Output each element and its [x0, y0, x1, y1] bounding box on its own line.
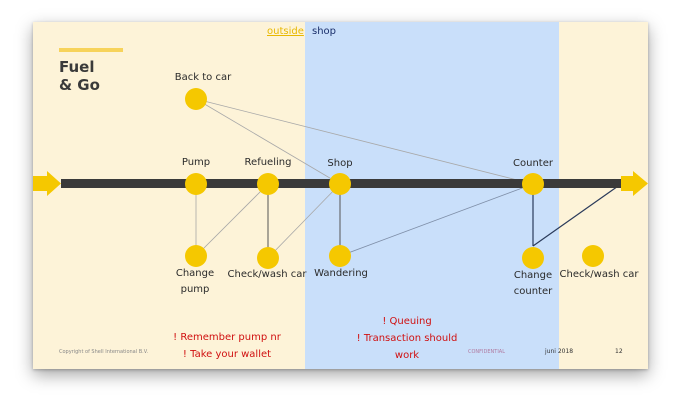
label-change-pump: Change pump — [175, 268, 215, 295]
label-shop: Shop — [327, 158, 353, 169]
journey-diagram — [33, 88, 648, 269]
label-check-wash-car: Check/wash car — [227, 269, 307, 280]
node-pump — [185, 173, 207, 195]
shop-zone — [305, 22, 559, 369]
node-change-counter — [522, 247, 544, 269]
label-wandering: Wandering — [314, 268, 368, 279]
label-refueling: Refueling — [244, 157, 292, 168]
footer-copyright: Copyright of Shell International B.V. — [59, 349, 149, 355]
connector-changecounter-exit — [532, 183, 622, 247]
node-wandering — [329, 245, 351, 267]
connector-wandering-counter — [339, 183, 534, 257]
label-back-to-car: Back to car — [174, 72, 232, 83]
entry-arrow — [33, 171, 61, 196]
connector-changepump-refueling — [195, 183, 269, 257]
connector-lines-dark — [267, 184, 341, 258]
legend-outside: outside — [267, 26, 304, 37]
node-change-pump — [185, 245, 207, 267]
node-check-wash-car — [257, 247, 279, 269]
connector-checkwash-shop — [267, 183, 341, 259]
node-refueling — [257, 173, 279, 195]
note-shop: ! Queuing ! Transaction should work — [356, 316, 458, 361]
label-check-wash-car-2: Check/wash car — [559, 269, 639, 280]
node-back-to-car — [185, 88, 207, 110]
node-check-wash-car-2 — [582, 245, 604, 267]
node-shop — [329, 173, 351, 195]
connector-backtocar-counter — [195, 98, 534, 185]
connector-lines-shop — [339, 183, 534, 257]
nodes — [185, 88, 604, 269]
exit-arrow — [621, 171, 648, 196]
footer-date: juni 2018 — [545, 348, 574, 355]
footer-confidential: CONFIDENTIAL — [468, 349, 506, 355]
label-pump: Pump — [181, 157, 211, 168]
title-accent-bar — [59, 48, 123, 52]
slide-title: Fuel & Go — [59, 58, 100, 94]
label-change-counter: Change counter — [513, 270, 553, 297]
node-counter — [522, 173, 544, 195]
label-counter: Counter — [513, 158, 553, 169]
slide: Fuel & Go outside shop — [33, 22, 648, 369]
connector-lines — [195, 98, 534, 259]
connector-lines-counter — [532, 183, 622, 247]
footer-page-number: 12 — [615, 348, 623, 355]
note-outside: ! Remember pump nr ! Take your wallet — [173, 332, 281, 360]
legend-shop: shop — [312, 26, 337, 37]
connector-backtocar-shop — [195, 98, 341, 185]
